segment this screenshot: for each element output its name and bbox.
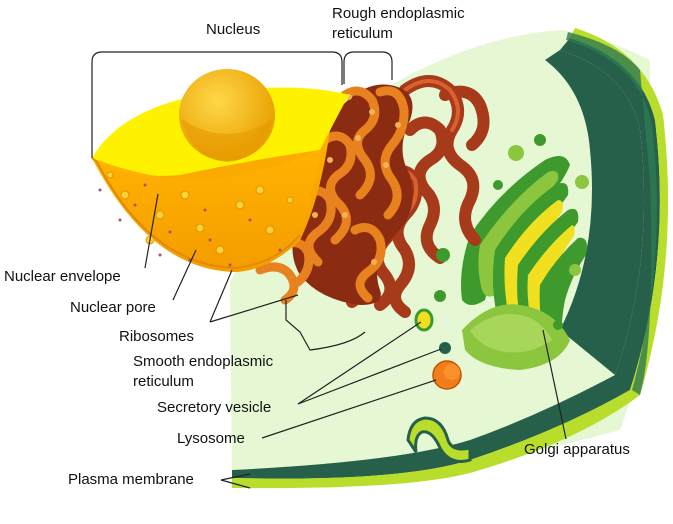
nucleus-bracket bbox=[91, 51, 343, 158]
label-ribosomes: Ribosomes bbox=[119, 328, 195, 345]
secretory-vesicle-shape bbox=[414, 308, 434, 332]
leader-lines bbox=[144, 193, 567, 489]
rough-er bbox=[255, 84, 413, 305]
label-rough-er-line1: Rough endoplasmic bbox=[332, 5, 465, 22]
label-secretory-vesicle: Secretory vesicle bbox=[157, 399, 272, 416]
smooth-er-bracket bbox=[285, 300, 366, 351]
label-lysosome: Lysosome bbox=[177, 430, 245, 447]
label-nuclear-pore: Nuclear pore bbox=[70, 299, 156, 316]
label-smooth-er-line2: reticulum bbox=[133, 373, 194, 390]
label-nucleus: Nucleus bbox=[206, 21, 261, 38]
label-golgi-apparatus: Golgi apparatus bbox=[524, 441, 630, 458]
label-rough-er-line2: reticulum bbox=[332, 25, 393, 42]
golgi-apparatus bbox=[461, 134, 589, 370]
nucleus bbox=[91, 69, 350, 272]
plasma-membrane bbox=[232, 28, 669, 489]
label-nuclear-envelope: Nuclear envelope bbox=[4, 268, 121, 285]
vesicles bbox=[414, 248, 462, 390]
rough-er-bracket bbox=[343, 51, 393, 84]
label-plasma-membrane: Plasma membrane bbox=[68, 471, 194, 488]
label-smooth-er-line1: Smooth endoplasmic bbox=[133, 353, 274, 370]
